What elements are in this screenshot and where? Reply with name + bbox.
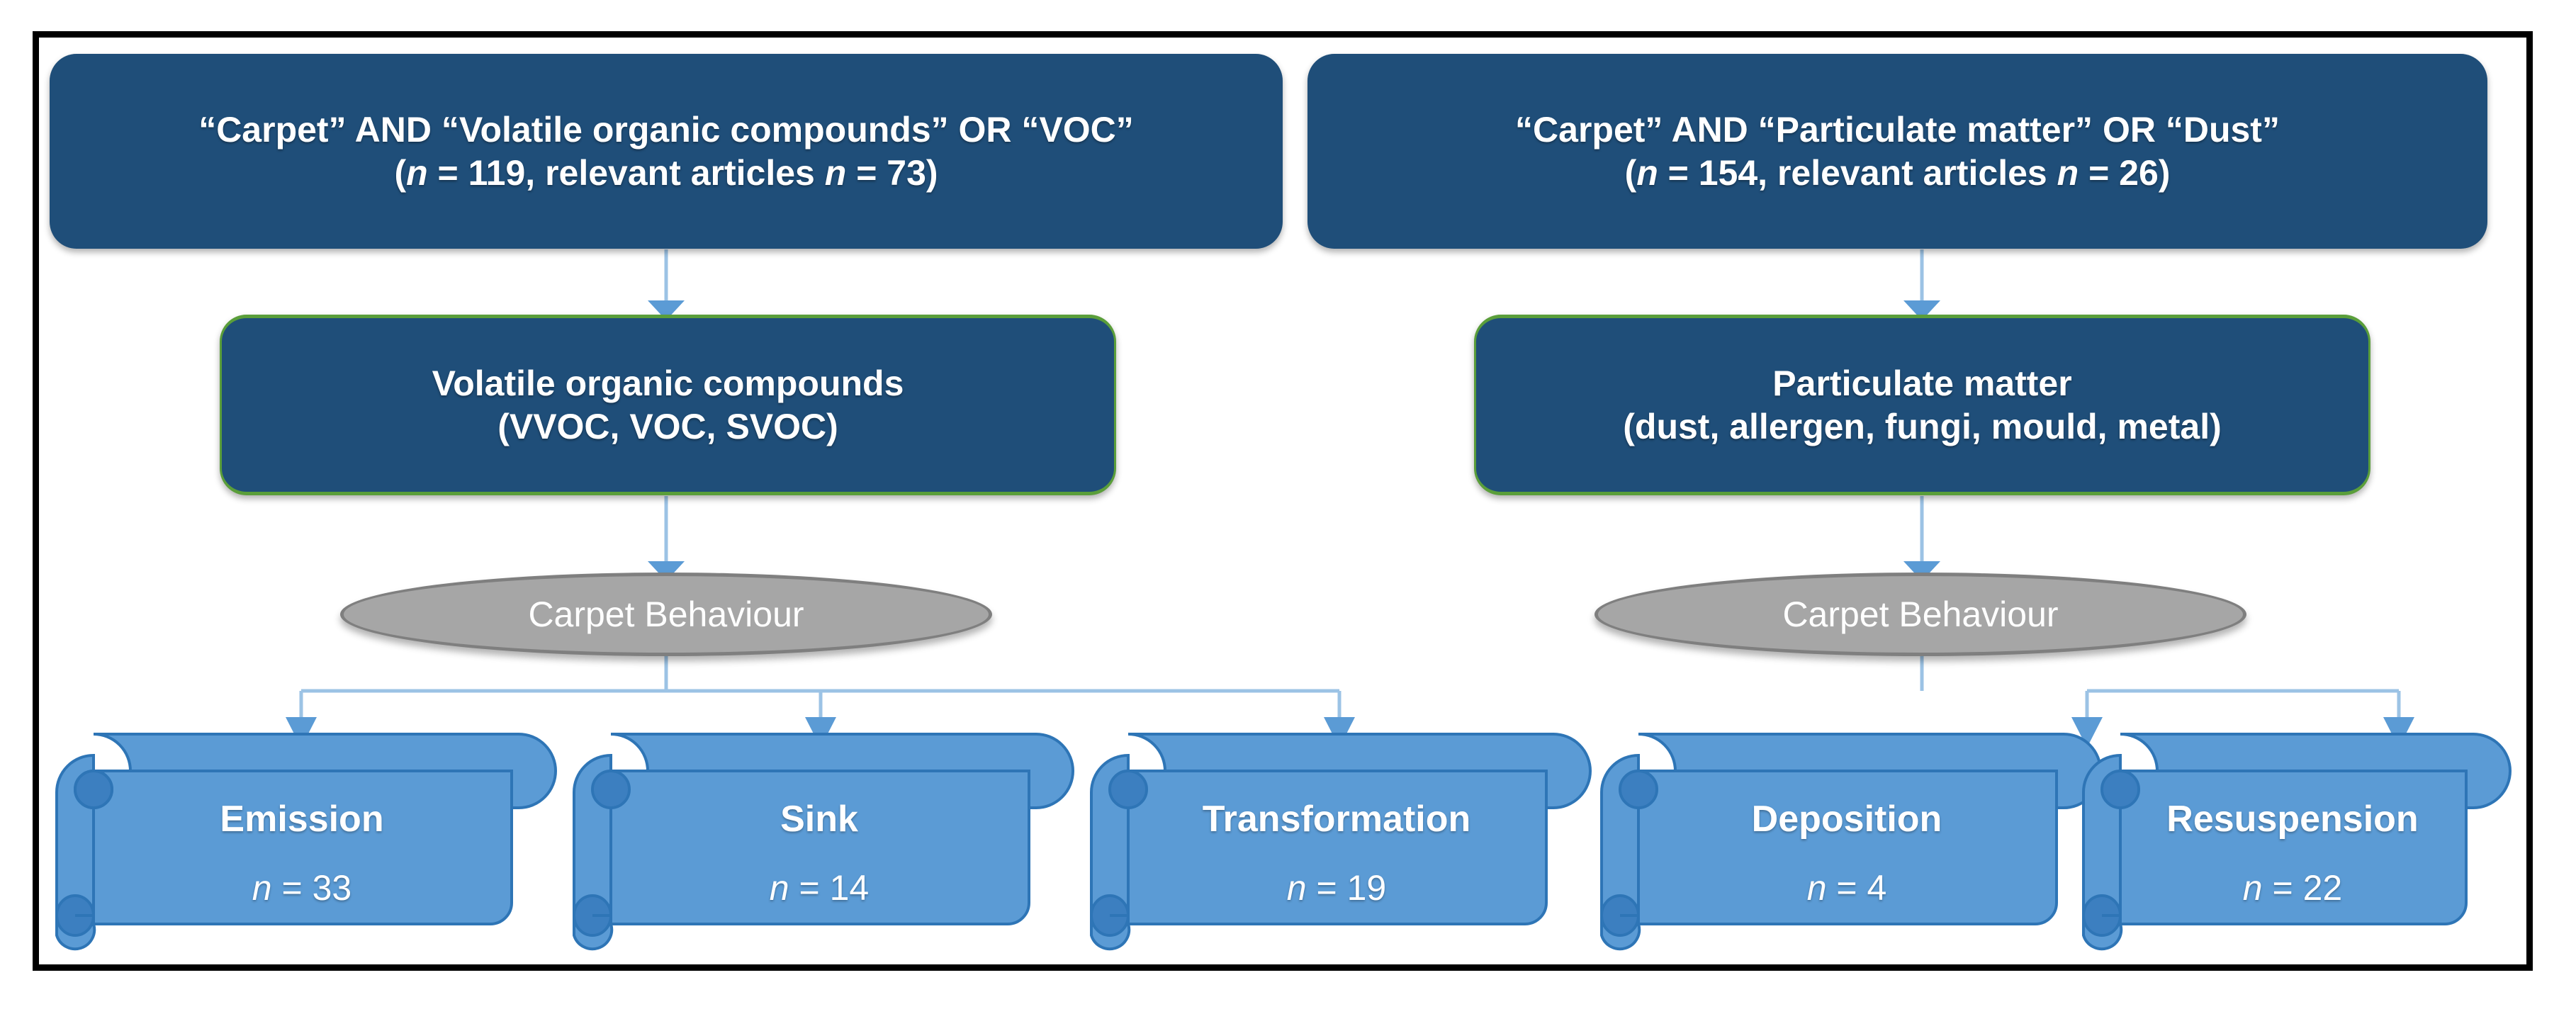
scroll-curl-bottom-notch-deposition: [1620, 900, 1640, 917]
arrowhead-voc-category-to-ellipse: [648, 561, 685, 581]
scroll-curl-top-inner-sink: [591, 770, 631, 809]
scroll-body-emission: [92, 770, 513, 925]
query-pm-n1-symbol: n: [1636, 152, 1658, 193]
arrowhead-pm-deposition: [2071, 717, 2103, 748]
category-box-pm-text: Particulate matter (dust, allergen, fung…: [1476, 362, 2368, 449]
query-pm-n2-value: = 26): [2079, 152, 2171, 193]
category-pm-line2: (dust, allergen, fungi, mould, metal): [1623, 406, 2222, 446]
arrowhead-voc-query-to-category: [648, 300, 685, 320]
outcome-scroll-emission: Emission n = 33: [50, 730, 557, 951]
scroll-body-transformation: [1127, 770, 1548, 925]
behaviour-ellipse-pm-label: Carpet Behaviour: [1782, 594, 2059, 634]
query-pm-n1-value: = 154, relevant articles: [1658, 152, 2057, 193]
query-pm-line2: (n = 154, relevant articles n = 26): [1624, 152, 2171, 193]
query-voc-line1: “Carpet” AND “Volatile organic compounds…: [198, 109, 1134, 150]
query-pm-n2-symbol: n: [2057, 152, 2079, 193]
arrowhead-voc-emission: [286, 717, 317, 748]
scroll-body-deposition: [1637, 770, 2058, 925]
query-box-pm-text: “Carpet” AND “Particulate matter” OR “Du…: [1307, 108, 2487, 195]
query-pm-line1: “Carpet” AND “Particulate matter” OR “Du…: [1515, 109, 2280, 150]
category-voc-line1: Volatile organic compounds: [432, 363, 904, 403]
behaviour-ellipse-voc: Carpet Behaviour: [340, 573, 992, 656]
outcome-scroll-deposition: Deposition n = 4: [1594, 730, 2102, 951]
scroll-body-resuspension: [2119, 770, 2468, 925]
query-voc-line2: (n = 119, relevant articles n = 73): [394, 152, 938, 193]
scroll-curl-bottom-notch-emission: [75, 900, 95, 917]
arrowhead-voc-transformation: [1324, 717, 1355, 748]
scroll-curl-bottom-notch-resuspension: [2102, 900, 2122, 917]
query-voc-n2-symbol: n: [824, 152, 847, 193]
query-box-voc-text: “Carpet” AND “Volatile organic compounds…: [50, 108, 1283, 195]
query-box-pm: “Carpet” AND “Particulate matter” OR “Du…: [1307, 54, 2487, 249]
query-box-voc: “Carpet” AND “Volatile organic compounds…: [50, 54, 1283, 249]
arrowhead-pm-category-to-ellipse: [1903, 561, 1940, 581]
query-voc-n1-symbol: n: [406, 152, 428, 193]
behaviour-ellipse-voc-label: Carpet Behaviour: [528, 594, 804, 634]
category-box-voc-text: Volatile organic compounds (VVOC, VOC, S…: [222, 362, 1114, 449]
scroll-curl-top-inner-resuspension: [2100, 770, 2140, 809]
scroll-curl-bottom-notch-sink: [592, 900, 612, 917]
scroll-curl-top-inner-emission: [74, 770, 113, 809]
outcome-scroll-sink: Sink n = 14: [567, 730, 1074, 951]
category-voc-line2: (VVOC, VOC, SVOC): [497, 406, 838, 446]
outcome-scroll-transformation: Transformation n = 19: [1084, 730, 1592, 951]
arrowhead-voc-sink: [805, 717, 836, 748]
outcome-scroll-resuspension: Resuspension n = 22: [2076, 730, 2512, 951]
arrowhead-pm-resuspension: [2383, 717, 2414, 748]
scroll-body-sink: [609, 770, 1030, 925]
behaviour-ellipse-pm: Carpet Behaviour: [1594, 573, 2246, 656]
scroll-curl-bottom-notch-transformation: [1110, 900, 1130, 917]
scroll-curl-top-inner-transformation: [1108, 770, 1148, 809]
query-voc-n1-value: = 119, relevant articles: [427, 152, 825, 193]
scroll-curl-top-inner-deposition: [1619, 770, 1658, 809]
category-box-pm: Particulate matter (dust, allergen, fung…: [1474, 315, 2370, 495]
category-pm-line1: Particulate matter: [1772, 363, 2072, 403]
category-box-voc: Volatile organic compounds (VVOC, VOC, S…: [220, 315, 1116, 495]
query-voc-n2-value: = 73): [846, 152, 938, 193]
arrowhead-pm-query-to-category: [1903, 300, 1940, 320]
